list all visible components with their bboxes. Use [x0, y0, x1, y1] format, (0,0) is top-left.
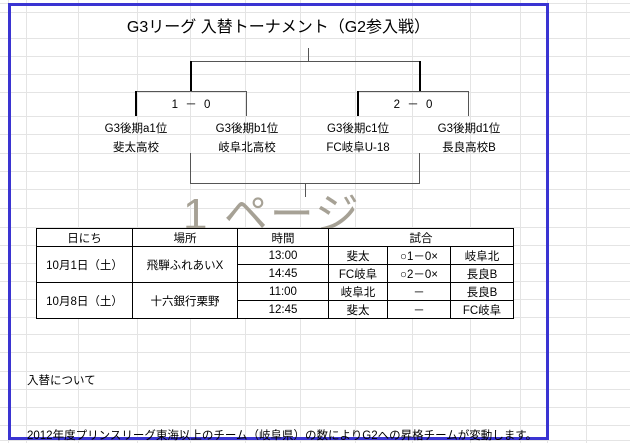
cell-result: ○1－0×	[387, 246, 451, 265]
bracket-final-left-riser	[190, 61, 192, 92]
header-match: 試合	[328, 228, 514, 247]
cell-date: 10月1日（土）	[36, 246, 133, 283]
bracket-semi-left-loser-riser	[246, 91, 247, 116]
cell-time: 13:00	[237, 246, 329, 265]
bracket-semi-right-loser-riser	[468, 91, 469, 116]
cell-home: 斐太	[328, 246, 388, 265]
table-row: 10月1日（土） 飛騨ふれあいX 13:00 斐太 ○1－0× 岐阜北	[36, 246, 514, 283]
bracket-semi-left-winner-riser	[135, 91, 137, 116]
cell-result: －	[387, 282, 451, 301]
bracket-score-left: 1 － 0	[171, 99, 213, 111]
bracket-consolation-right-riser	[419, 153, 420, 184]
bracket-seed-d: G3後期d1位	[437, 123, 501, 135]
cell-result: －	[387, 300, 451, 319]
page-break-border-bottom	[8, 437, 549, 440]
bracket-seed-b: G3後期b1位	[215, 123, 279, 135]
bracket-final-crossbar	[190, 61, 420, 62]
cell-time: 11:00	[237, 282, 329, 301]
cell-away: 長良B	[450, 282, 514, 301]
bracket-seed-c: G3後期c1位	[327, 123, 389, 135]
table-row: 14:45 FC岐阜 ○2－0× 長良B	[37, 264, 514, 283]
header-place: 場所	[132, 228, 238, 247]
schedule-table: 日にち 場所 時間 試合 10月1日（土） 飛騨ふれあいX 13:00 斐太 ○…	[36, 228, 514, 319]
bracket-seed-a: G3後期a1位	[104, 123, 168, 135]
cell-time: 14:45	[237, 264, 329, 283]
cell-home: 斐太	[328, 300, 388, 319]
page-break-border-right	[546, 3, 549, 440]
notes-lead: 2012年度プリンスリーグ東海以上のチーム（岐阜県）の数によりG2への昇格チーム…	[27, 430, 538, 443]
cell-home: 岐阜北	[328, 282, 388, 301]
table-row: 10月8日（土） 十六銀行栗野 11:00 岐阜北 － 長良B	[36, 282, 514, 319]
table-row: 12:45 斐太 － FC岐阜	[37, 300, 514, 319]
bracket-final-right-riser	[419, 61, 421, 92]
bracket-team-c: FC岐阜U-18	[326, 142, 390, 154]
cell-home: FC岐阜	[328, 264, 388, 283]
header-time: 時間	[237, 228, 329, 247]
page-title: G3リーグ 入替トーナメント（G2参入戦）	[126, 19, 431, 36]
bracket-score-right: 2 － 0	[393, 99, 435, 111]
cell-away: 岐阜北	[450, 246, 514, 265]
notes-heading: 入替について	[27, 374, 96, 387]
cell-place: 十六銀行栗野	[132, 282, 238, 319]
bracket-consolation-stub	[305, 183, 306, 197]
table-header-row: 日にち 場所 時間 試合	[36, 228, 514, 247]
bracket-team-a: 斐太高校	[113, 142, 159, 154]
page-break-border-top	[8, 3, 549, 6]
cell-place: 飛騨ふれあいX	[132, 246, 238, 283]
bracket-team-d: 長良高校B	[442, 142, 496, 154]
bracket-semi-left-crossbar	[135, 91, 247, 92]
bracket-champion-stub	[308, 48, 309, 61]
cell-time: 12:45	[237, 300, 329, 319]
bracket-team-b: 岐阜北高校	[218, 142, 276, 154]
page-break-border-left	[8, 3, 11, 440]
notes-block: 入替について 2012年度プリンスリーグ東海以上のチーム（岐阜県）の数によりG2…	[27, 335, 537, 443]
cell-result: ○2－0×	[387, 264, 451, 283]
cell-away: FC岐阜	[450, 300, 514, 319]
bracket-consolation-left-riser	[190, 153, 191, 184]
header-date: 日にち	[36, 228, 133, 247]
cell-away: 長良B	[450, 264, 514, 283]
bracket-semi-right-winner-riser	[357, 91, 359, 116]
cell-date: 10月8日（土）	[36, 282, 133, 319]
bracket-semi-right-crossbar	[357, 91, 469, 92]
